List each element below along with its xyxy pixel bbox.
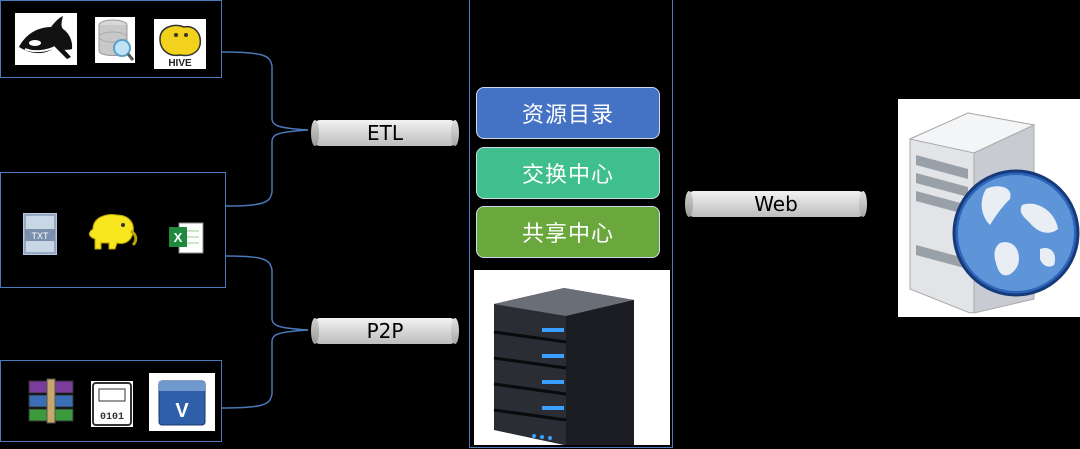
web-connector: Web bbox=[685, 191, 867, 217]
source-box-files: TXT X bbox=[0, 172, 226, 288]
p2p-label: P2P bbox=[366, 319, 404, 343]
etl-connector: ETL bbox=[311, 120, 459, 146]
resource-catalog-button[interactable]: 资源目录 bbox=[476, 87, 660, 139]
etl-label: ETL bbox=[367, 121, 403, 145]
sharing-center-button[interactable]: 共享中心 bbox=[476, 206, 660, 258]
hive-text: HIVE bbox=[168, 58, 192, 69]
connector-brackets bbox=[221, 51, 309, 409]
web-server-globe-image bbox=[898, 99, 1080, 317]
source-box-databases: HIVE bbox=[0, 0, 222, 78]
svg-text:X: X bbox=[174, 230, 183, 245]
video-file-icon: V bbox=[149, 373, 215, 431]
winrar-archive-icon bbox=[23, 377, 79, 427]
txt-label: TXT bbox=[32, 231, 50, 241]
binary-file-icon: 0101 bbox=[91, 381, 133, 427]
p2p-connector: P2P bbox=[311, 318, 459, 344]
binary-label: 0101 bbox=[100, 412, 124, 423]
server-rack-image bbox=[474, 270, 670, 445]
excel-file-icon: X bbox=[167, 219, 207, 257]
hadoop-elephant-icon bbox=[85, 207, 139, 251]
oracle-orca-icon bbox=[15, 13, 77, 65]
source-box-archives: 0101 V bbox=[0, 360, 222, 442]
database-search-icon bbox=[95, 17, 135, 63]
txt-file-icon: TXT bbox=[23, 213, 57, 255]
exchange-center-button[interactable]: 交换中心 bbox=[476, 147, 660, 199]
web-label: Web bbox=[754, 192, 798, 216]
hive-icon: HIVE bbox=[154, 19, 206, 69]
video-label: V bbox=[175, 400, 189, 422]
